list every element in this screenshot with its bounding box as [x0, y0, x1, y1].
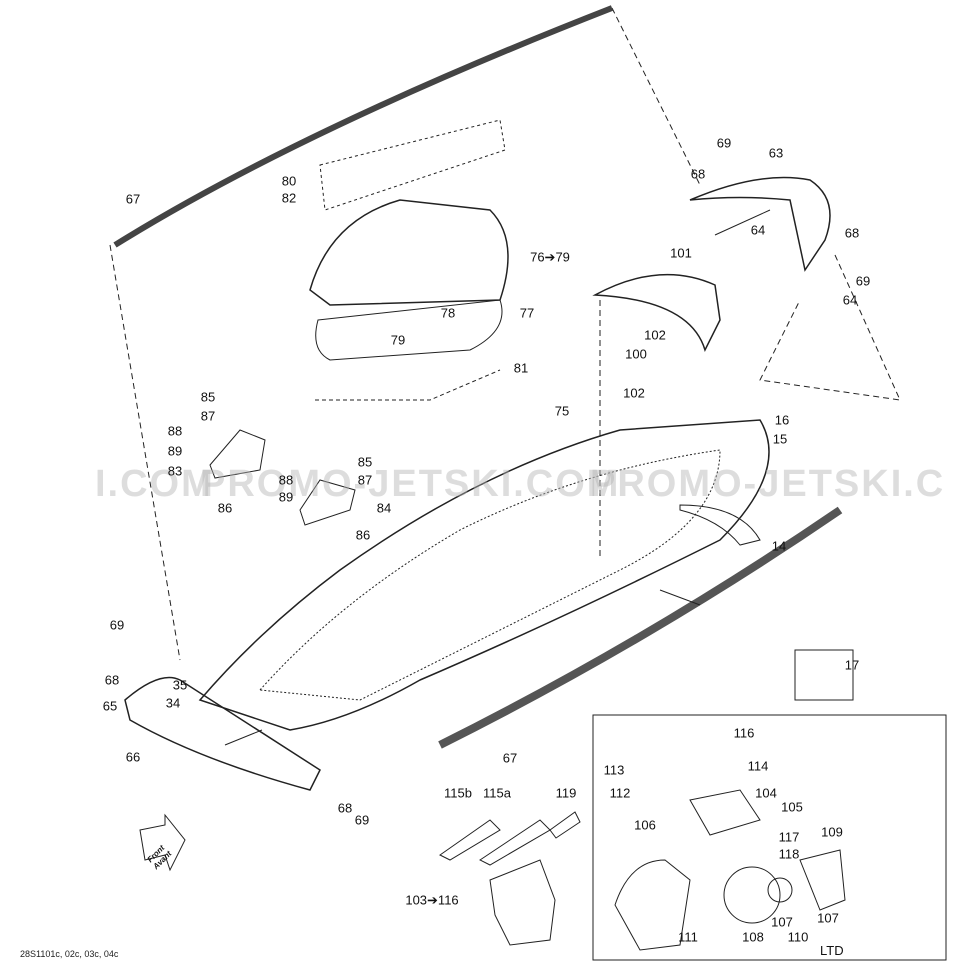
callout-69[interactable]: 69: [109, 617, 125, 633]
callout-69[interactable]: 69: [855, 273, 871, 289]
callout-69[interactable]: 69: [354, 812, 370, 828]
callout-86[interactable]: 86: [355, 527, 371, 543]
callout-87[interactable]: 87: [357, 472, 373, 488]
callout-63[interactable]: 63: [768, 145, 784, 161]
callout-68[interactable]: 68: [104, 672, 120, 688]
stator-108: [723, 866, 781, 924]
callout-102[interactable]: 102: [644, 327, 666, 343]
callout-104[interactable]: 104: [755, 785, 777, 801]
callout-112[interactable]: 112: [609, 785, 631, 801]
callout-85[interactable]: 85: [200, 389, 216, 405]
assembly-outline: [109, 7, 901, 661]
callout-14[interactable]: 14: [771, 538, 787, 554]
module-103: [489, 859, 556, 946]
hull-deck: [198, 419, 770, 731]
bracket-83: [209, 429, 266, 479]
callout-113[interactable]: 113: [603, 762, 625, 778]
callout-119[interactable]: 119: [555, 785, 577, 801]
callout-83[interactable]: 83: [167, 463, 183, 479]
grab-handle-63: [689, 176, 831, 272]
callout-114[interactable]: 114: [747, 758, 769, 774]
callout-16[interactable]: 16: [774, 412, 790, 428]
callout-108[interactable]: 108: [742, 929, 764, 945]
callout-109[interactable]: 109: [821, 824, 843, 840]
callout-80[interactable]: 80: [281, 173, 297, 189]
callout-107[interactable]: 107: [771, 914, 793, 930]
callout-67[interactable]: 67: [125, 191, 141, 207]
cover-101: [592, 273, 721, 353]
callout-34[interactable]: 34: [165, 695, 181, 711]
part-17-box: [794, 649, 854, 701]
callout-82[interactable]: 82: [281, 190, 297, 206]
callout-89[interactable]: 89: [167, 443, 183, 459]
callout-86[interactable]: 86: [217, 500, 233, 516]
callout-84[interactable]: 84: [376, 500, 392, 516]
callout-79[interactable]: 79: [390, 332, 406, 348]
callout-88[interactable]: 88: [167, 423, 183, 439]
side-rail-67: [438, 506, 843, 749]
callout-85[interactable]: 85: [357, 454, 373, 470]
callout-103116[interactable]: 103➔116: [405, 892, 459, 908]
callout-106[interactable]: 106: [634, 817, 656, 833]
watermark: PROMO-JETSKI.COM: [200, 463, 621, 505]
callout-68[interactable]: 68: [690, 166, 706, 182]
watermark: I.COM: [95, 463, 215, 505]
hull-deck-inner: [258, 449, 721, 701]
callout-69[interactable]: 69: [716, 135, 732, 151]
callout-89[interactable]: 89: [278, 489, 294, 505]
callout-110[interactable]: 110: [787, 929, 809, 945]
callout-77[interactable]: 77: [519, 305, 535, 321]
callout-100[interactable]: 100: [625, 346, 647, 362]
direction-arrow: [224, 209, 771, 746]
callout-66[interactable]: 66: [125, 749, 141, 765]
front-bumper-65: [124, 676, 321, 791]
callout-102[interactable]: 102: [623, 385, 645, 401]
storage-bin: [309, 199, 509, 306]
callout-81[interactable]: 81: [513, 360, 529, 376]
callout-105[interactable]: 105: [781, 799, 803, 815]
callout-115a[interactable]: 115a: [483, 785, 511, 801]
front-arrow: [139, 813, 186, 872]
cover-109: [799, 849, 846, 911]
storage-tray: [315, 299, 503, 361]
callout-68[interactable]: 68: [844, 225, 860, 241]
bracket-84: [299, 479, 356, 526]
seat-gasket: [319, 119, 506, 211]
callout-17[interactable]: 17: [844, 657, 860, 673]
callout-7679[interactable]: 76➔79: [530, 249, 570, 265]
callout-88[interactable]: 88: [278, 472, 294, 488]
callout-67[interactable]: 67: [502, 750, 518, 766]
callout-101[interactable]: 101: [670, 245, 692, 261]
callout-115b[interactable]: 115b: [444, 785, 472, 801]
callout-78[interactable]: 78: [440, 305, 456, 321]
callout-35[interactable]: 35: [172, 677, 188, 693]
callout-116[interactable]: 116: [733, 725, 755, 741]
inset-ltd-label: LTD: [820, 943, 844, 958]
ltd-inset-box: [592, 714, 947, 961]
cover-115b: [439, 819, 501, 861]
callout-107[interactable]: 107: [817, 910, 839, 926]
washer-110: [767, 877, 793, 903]
callout-117[interactable]: 117: [778, 829, 800, 845]
seat-base-81: [315, 369, 501, 401]
callout-111[interactable]: 111: [678, 929, 698, 945]
plate-104: [689, 789, 761, 836]
callout-118[interactable]: 118: [778, 846, 800, 862]
watermark: PROMO-JETSKI.C: [590, 463, 946, 505]
rub-rail-67: [113, 5, 614, 248]
callout-87[interactable]: 87: [200, 408, 216, 424]
drawing-reference: 28S1101c, 02c, 03c, 04c: [20, 949, 119, 959]
cover-119: [549, 811, 581, 839]
callout-15[interactable]: 15: [772, 431, 788, 447]
cover-115a: [479, 819, 551, 866]
callout-75[interactable]: 75: [554, 403, 570, 419]
callout-68[interactable]: 68: [337, 800, 353, 816]
panel-14: [679, 504, 761, 546]
callout-64[interactable]: 64: [750, 222, 766, 238]
housing-111: [614, 859, 691, 951]
callout-65[interactable]: 65: [102, 698, 118, 714]
callout-64[interactable]: 64: [842, 292, 858, 308]
